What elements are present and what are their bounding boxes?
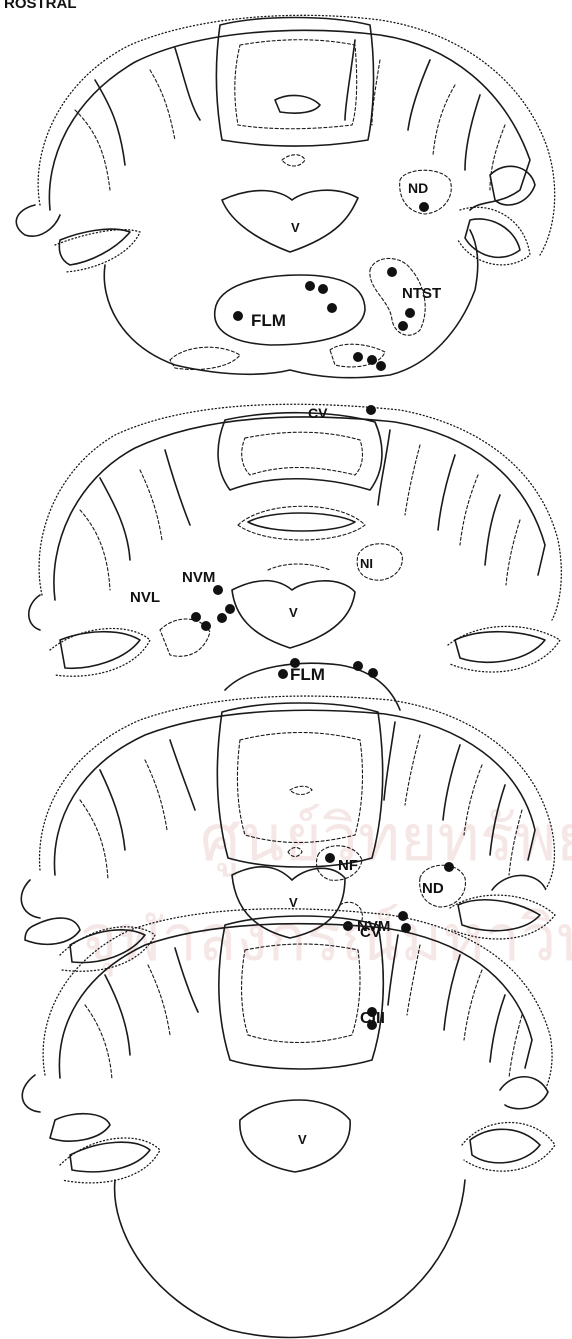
section-2-label-ventricle: V: [289, 605, 298, 620]
section-2-marker: [191, 612, 201, 622]
section-2-cortex: [218, 413, 382, 490]
section-1-folia-inner: [75, 60, 505, 190]
section-2-marker: [353, 661, 363, 671]
section-2-canal: [248, 513, 355, 531]
watermark-line-1: ศูนย์วิทยทรัพยากร: [200, 802, 572, 877]
section-2-left-flocculus: [29, 595, 140, 668]
section-4-left-flocculus: [22, 1075, 150, 1172]
section-2-right-flocculus-outer: [448, 626, 560, 672]
section-1-label-nd: ND: [408, 180, 428, 196]
section-4-right-flocculus: [470, 1077, 548, 1163]
section-4-label-ventricle: V: [298, 1132, 307, 1147]
section-2-cerebellum-outline: [54, 417, 545, 600]
section-2-label-ni: NI: [360, 556, 373, 571]
section-1-ventricle: [222, 190, 358, 252]
section-2-label-cv: CV: [308, 405, 328, 421]
section-1: V ND NTST FLM: [16, 15, 554, 377]
section-1-marker: [405, 308, 415, 318]
page-title: ROSTRAL: [4, 0, 77, 12]
section-1-marker: [387, 267, 397, 277]
section-2-label-nvl: NVL: [130, 589, 160, 606]
section-1-flm-outline: [215, 275, 365, 345]
section-2-marker: [290, 658, 300, 668]
section-1-label-ventricle: V: [291, 220, 300, 235]
section-2-folia: [100, 430, 500, 565]
section-1-marker: [353, 352, 363, 362]
section-1-right-flocculus-outer: [458, 207, 530, 265]
section-2-right-flocculus: [455, 632, 545, 663]
section-2-folia-inner: [80, 445, 520, 590]
watermark: ศูนย์วิทยทรัพยากร จุฬาลงกรณ์มหาวิทยาลัย: [80, 802, 572, 977]
section-1-marker: [376, 361, 386, 371]
section-3-marker: [444, 862, 454, 872]
section-2-marker: [225, 604, 235, 614]
section-3-label-nd: ND: [422, 880, 444, 897]
section-2-marker: [368, 668, 378, 678]
section-1-marker: [318, 284, 328, 294]
section-1-core: [275, 95, 320, 113]
section-4-left-flocculus-outer: [60, 1138, 160, 1183]
section-1-marker: [327, 303, 337, 313]
section-3-label-ventricle: V: [289, 895, 298, 910]
section-4-marker: [398, 911, 408, 921]
section-2-canal-outer: [238, 506, 365, 540]
section-4-marker: [367, 1007, 377, 1017]
section-4-marker: [401, 923, 411, 933]
section-1-cortex-inner: [235, 40, 357, 129]
section-2-marker: [366, 405, 376, 415]
section-1-marker: [398, 321, 408, 331]
section-2-marker: [213, 585, 223, 595]
section-1-cerebellum-outline: [49, 30, 530, 210]
watermark-line-2: จุฬาลงกรณ์มหาวิทยาลัย: [80, 902, 572, 977]
section-2-cortex-inner: [242, 432, 363, 475]
section-1-label-ntst: NTST: [402, 285, 441, 302]
section-2-marker: [278, 669, 288, 679]
section-4-brainstem: [115, 1180, 465, 1338]
section-1-folia: [95, 40, 480, 170]
section-2-ventricle-roof: [268, 564, 330, 570]
section-1-marker: [233, 311, 243, 321]
section-1-marker: [367, 355, 377, 365]
section-1-small-canal: [282, 155, 305, 166]
section-3-label-nf: NF: [338, 857, 358, 874]
section-4-label-cv: CV: [360, 924, 381, 941]
section-1-left-flocculus: [16, 205, 130, 265]
section-2-left-flocculus-outer: [50, 629, 150, 677]
section-3-marker: [325, 853, 335, 863]
section-2-marker: [217, 613, 227, 623]
section-1-marker: [419, 202, 429, 212]
section-4-ventricle: [240, 1100, 350, 1172]
section-4-marker: [367, 1020, 377, 1030]
section-1-marker: [305, 281, 315, 291]
section-1-lower-outline: [170, 344, 385, 369]
section-2: CV NI NVM NVL V FLM: [29, 404, 562, 710]
section-2-marker: [201, 621, 211, 631]
section-3-core: [290, 786, 312, 794]
section-1-label-flm: FLM: [251, 311, 286, 330]
section-2-label-nvm: NVM: [182, 569, 215, 586]
